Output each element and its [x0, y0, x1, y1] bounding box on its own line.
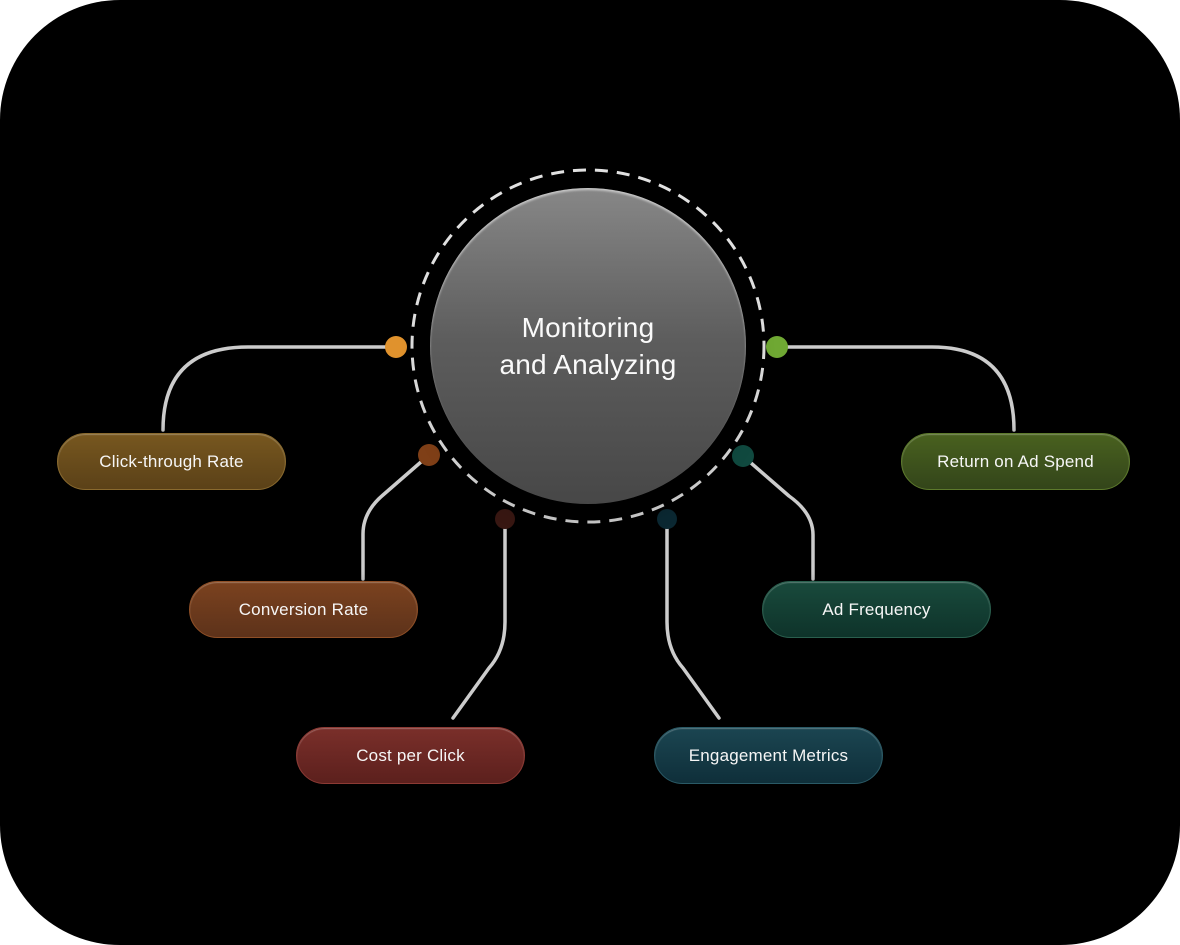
dot-conversion-rate — [418, 444, 440, 466]
connector-ad-frequency — [741, 454, 815, 581]
node-engagement-metrics: Engagement Metrics — [654, 727, 883, 784]
node-click-through-rate: Click-through Rate — [57, 433, 286, 490]
dot-click-through-rate — [385, 336, 407, 358]
center-node-label: Monitoring and Analyzing — [500, 309, 677, 383]
center-node-label-line2: and Analyzing — [499, 349, 677, 380]
node-cost-per-click: Cost per Click — [296, 727, 525, 784]
node-conversion-rate: Conversion Rate — [189, 581, 418, 638]
connector-click-through-rate — [161, 345, 398, 432]
dot-cost-per-click — [495, 509, 515, 529]
node-ad-frequency: Ad Frequency — [762, 581, 991, 638]
dot-ad-frequency — [732, 445, 754, 467]
node-return-on-ad-spend: Return on Ad Spend — [901, 433, 1130, 490]
node-click-through-rate-label: Click-through Rate — [99, 451, 244, 471]
node-engagement-metrics-label: Engagement Metrics — [688, 745, 849, 765]
node-cost-per-click-label: Cost per Click — [356, 745, 465, 765]
center-node: Monitoring and Analyzing — [430, 188, 746, 504]
dot-return-on-ad-spend — [766, 336, 788, 358]
node-return-on-ad-spend-label: Return on Ad Spend — [937, 451, 1094, 471]
connector-cost-per-click — [451, 517, 507, 720]
connector-conversion-rate — [361, 453, 431, 581]
center-node-label-line1: Monitoring — [521, 312, 655, 343]
node-ad-frequency-label: Ad Frequency — [822, 599, 931, 619]
connector-engagement-metrics — [665, 517, 721, 720]
dot-engagement-metrics — [657, 509, 677, 529]
connector-return-on-ad-spend — [775, 345, 1016, 432]
center-dashed-ring — [410, 168, 766, 524]
node-conversion-rate-label: Conversion Rate — [238, 599, 369, 619]
